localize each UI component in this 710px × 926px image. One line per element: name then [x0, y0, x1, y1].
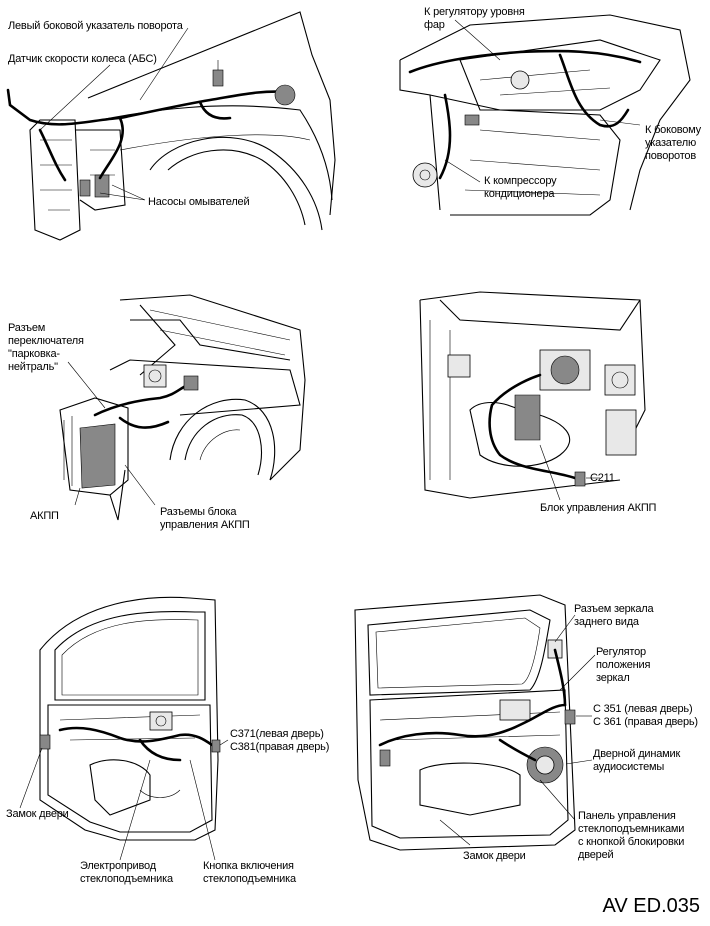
label-mirror-regulator: Регулятор положения зеркал: [596, 646, 651, 684]
label-connector-c351-c361: C 351 (левая дверь) C 361 (правая дверь): [593, 703, 698, 728]
label-rear-door-lock: Замок двери: [6, 808, 69, 820]
panel-front-right-fender: [399, 14, 691, 216]
label-headlight-regulator: К регулятору уровня фар: [424, 6, 525, 31]
panel-transmission-left: [59, 294, 306, 521]
panel-front-left-fender: [6, 11, 336, 241]
panel-front-door: [354, 594, 596, 851]
label-abs-sensor: Датчик скорости колеса (АБС): [8, 53, 157, 65]
label-window-control-panel: Панель управления стеклоподъемниками с к…: [578, 810, 685, 861]
label-washer-pumps: Насосы омывателей: [148, 196, 250, 208]
label-window-button: Кнопка включения стеклоподъемника: [203, 860, 296, 885]
label-ac-compressor: К компрессору кондиционера: [484, 175, 557, 200]
label-mirror-connector: Разъем зеркала заднего вида: [574, 603, 654, 628]
label-connector-c371-c381: C371(левая дверь) C381(правая дверь): [230, 728, 330, 753]
figure-code: AV ED.035: [602, 895, 700, 917]
label-connector-c211: C211: [590, 472, 615, 484]
label-akpp: АКПП: [30, 510, 59, 522]
label-side-indicator: К боковому указателю поворотов: [645, 124, 701, 162]
label-front-door-lock: Замок двери: [463, 850, 526, 862]
label-park-neutral-switch: Разъем переключателя "парковка- нейтраль…: [8, 322, 84, 373]
label-akpp-control-connectors: Разъемы блока управления АКПП: [160, 506, 250, 531]
label-window-motor: Электропривод стеклоподъемника: [80, 860, 173, 885]
label-door-speaker: Дверной динамик аудиосистемы: [593, 748, 681, 773]
label-turn-indicator: Левый боковой указатель поворота: [8, 20, 183, 32]
panel-transmission-right: [419, 291, 646, 501]
panel-rear-door: [19, 596, 229, 861]
label-akpp-control-unit: Блок управления АКПП: [540, 502, 657, 514]
